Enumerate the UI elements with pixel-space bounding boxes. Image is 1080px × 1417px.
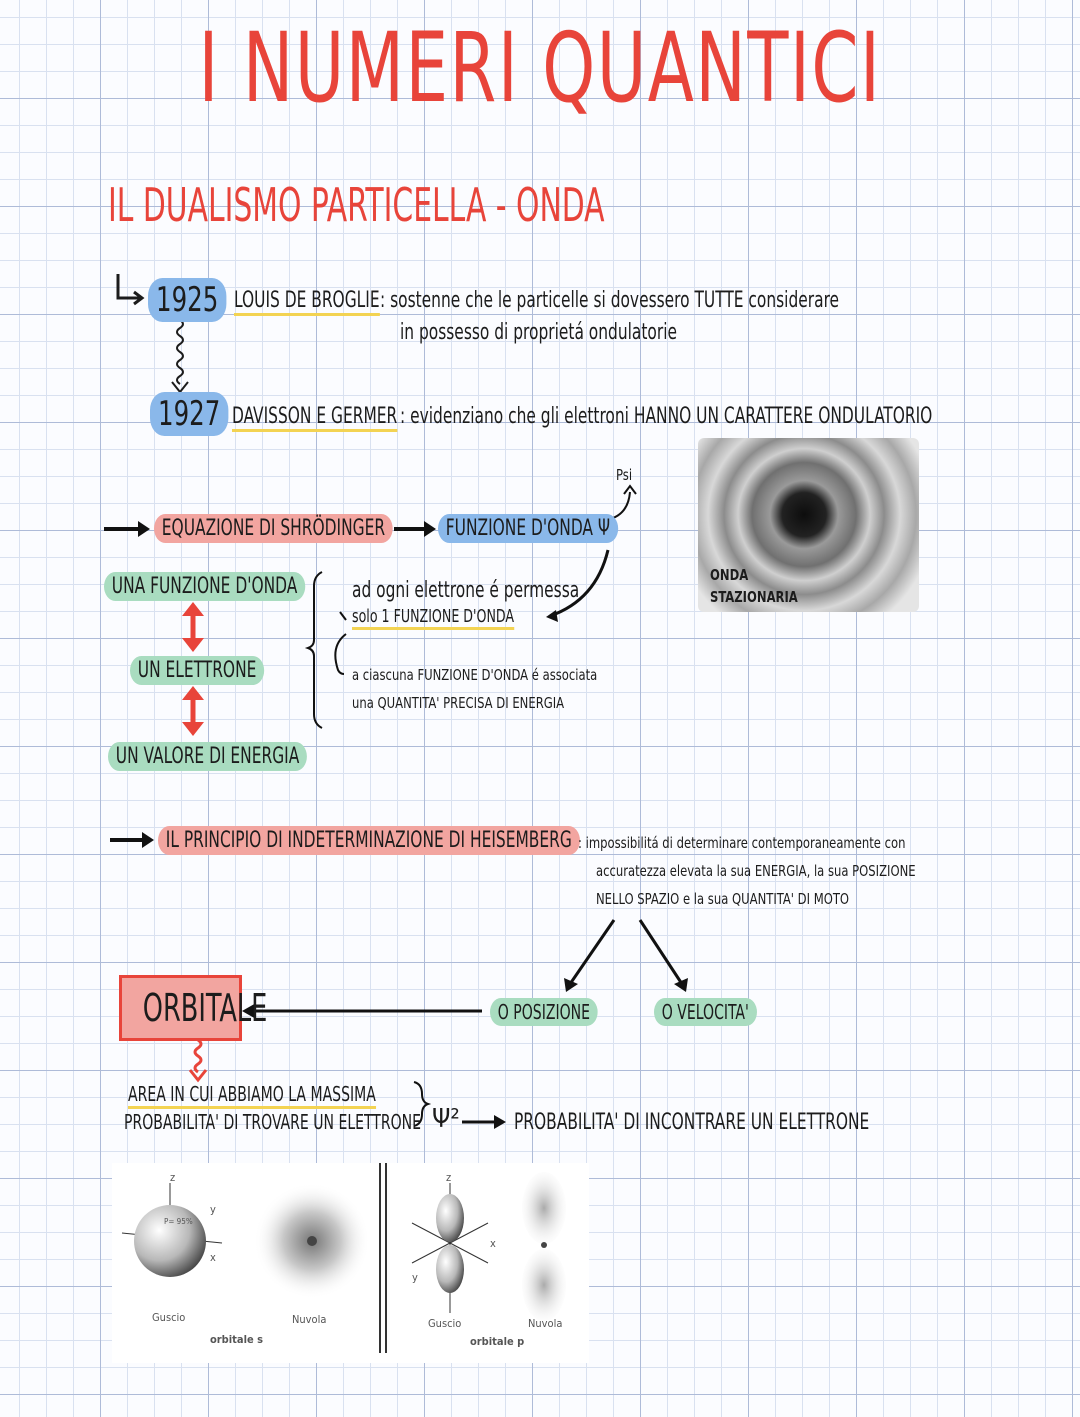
one-wave-function-pill: UNA FUNZIONE D'ONDA	[104, 572, 306, 601]
one-electron-pill: UN ELETTRONE	[130, 656, 265, 685]
photo-label-1: ONDA	[710, 566, 749, 584]
photo-label-2: STAZIONARIA	[710, 588, 798, 606]
psi-label: Psi	[616, 466, 633, 484]
s-cloud-label: Nuvola	[292, 1313, 327, 1326]
s-shell-label: Guscio	[152, 1311, 186, 1324]
wave-function-pill: FUNZIONE D'ONDA Ψ	[438, 514, 618, 543]
rule-2-line-2: una QUANTITA' PRECISA DI ENERGIA	[352, 694, 565, 712]
davisson-germer-text: : evidenziano che gli elettroni HANNO UN…	[400, 404, 933, 429]
psi-squared: Ψ²	[432, 1104, 460, 1134]
orbitale-squiggle	[193, 1038, 203, 1074]
double-arrow-2	[182, 686, 204, 736]
double-arrow-1	[182, 602, 204, 652]
one-energy-value-pill: UN VALORE DI ENERGIA	[108, 742, 308, 771]
p-orbital-label: orbitale p	[470, 1335, 525, 1348]
heisenberg-desc-2: accuratezza elevata la sua ENERGIA, la s…	[596, 862, 916, 880]
velocity-pill: O VELOCITA'	[654, 998, 757, 1026]
p95-label: P= 95%	[164, 1217, 193, 1226]
year-1925-badge: 1925	[148, 278, 227, 322]
p-axis-x: x	[490, 1237, 496, 1250]
orbitale-box: ORBITALE	[119, 975, 267, 1041]
s-orbital-shell	[134, 1205, 206, 1277]
rule-1-line-1: ad ogni elettrone é permessa	[352, 578, 580, 603]
position-pill: O POSIZIONE	[490, 998, 598, 1026]
p-cloud-bottom	[522, 1249, 566, 1321]
s-axis-z: z	[170, 1171, 176, 1184]
p-axis-y: y	[412, 1271, 418, 1284]
s-axis-y: y	[210, 1203, 216, 1216]
schrodinger-equation-pill: EQUAZIONE DI SHRÖDINGER	[154, 514, 393, 543]
davisson-germer-name: DAVISSON E GERMER	[232, 404, 398, 432]
p-cloud-top	[522, 1172, 566, 1244]
standing-wave-photo	[698, 438, 919, 612]
de-broglie-text-1: : sostenne che le particelle si dovesser…	[380, 288, 840, 313]
de-broglie-text-2: in possesso di proprietá ondulatorie	[400, 320, 678, 345]
p-orbital-lobe-bottom	[436, 1245, 464, 1293]
orbital-figure-svg	[121, 1163, 566, 1353]
timeline-squiggle	[176, 319, 184, 385]
s-axis-x: x	[210, 1251, 216, 1264]
section-title: IL DUALISMO PARTICELLA - ONDA	[108, 178, 605, 232]
year-1927-badge: 1927	[150, 392, 229, 436]
de-broglie-name: LOUIS DE BROGLIE	[234, 288, 380, 316]
orbitale-def-1: AREA IN CUI ABBIAMO LA MASSIMA	[128, 1082, 376, 1109]
heisenberg-desc-3: NELLO SPAZIO e la sua QUANTITA' DI MOTO	[596, 890, 850, 908]
p-orbital-lobe-top	[436, 1194, 464, 1242]
probability-text: PROBABILITA' DI INCONTRARE UN ELETTRONE	[514, 1110, 870, 1135]
s-orbital-label: orbitale s	[210, 1333, 264, 1346]
orbitale-def-2: PROBABILITA' DI TROVARE UN ELETTRONE	[124, 1110, 422, 1134]
orbital-figure: z y x P= 95% Guscio Nuvola orbitale s z …	[112, 1163, 589, 1363]
hook-arrow	[116, 274, 140, 300]
heisenberg-desc-1: : impossibilitá di determinare contempor…	[578, 834, 906, 852]
brace	[304, 571, 323, 729]
rule-1-line-2: solo 1 FUNZIONE D'ONDA	[352, 606, 515, 630]
p-shell-label: Guscio	[428, 1317, 462, 1330]
p-axis-z: z	[446, 1171, 452, 1184]
curve-arrow	[549, 549, 610, 618]
arrow-to-velocita	[638, 919, 684, 985]
rule-2-line-1: a ciascuna FUNZIONE D'ONDA é associata	[352, 666, 598, 684]
arrow-to-posizione	[568, 919, 616, 985]
heisenberg-principle-pill: IL PRINCIPIO DI INDETERMINAZIONE DI HEIS…	[158, 826, 580, 855]
p-cloud-label: Nuvola	[528, 1317, 563, 1330]
page-title: I NUMERI QUANTICI	[198, 12, 882, 124]
area-brace	[413, 1081, 432, 1127]
